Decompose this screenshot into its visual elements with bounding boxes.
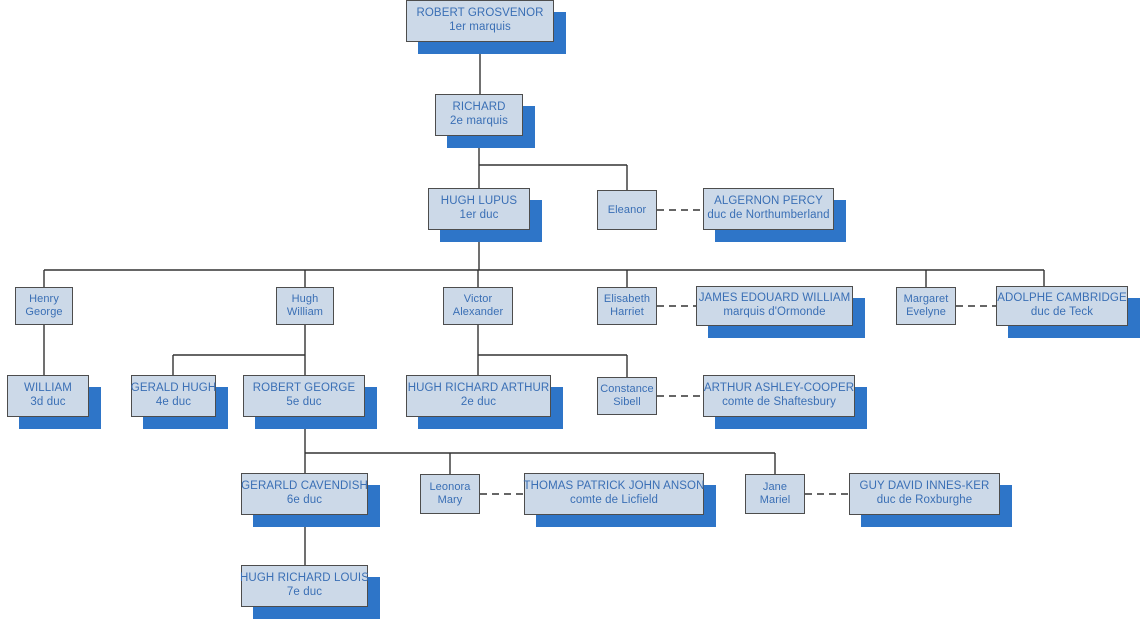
person-name: Henry [29, 293, 59, 306]
person-title: 2e duc [460, 396, 497, 408]
person-name: HUGH LUPUS [440, 195, 518, 208]
person-title: Mary [437, 494, 463, 506]
person-title: 7e duc [286, 586, 323, 598]
person-name: ROBERT GROSVENOR [416, 7, 544, 20]
person-name: ADOLPHE CAMBRIDGE [997, 292, 1127, 305]
person-title: Alexander [452, 306, 504, 318]
person-name: ALGERNON PERCY [714, 195, 823, 208]
person-title: Mariel [759, 494, 791, 506]
person-name: Eleanor [607, 203, 647, 216]
person-name: RICHARD [452, 101, 506, 114]
person-name: GERARLD CAVENDISH [241, 480, 368, 493]
person-title: 5e duc [286, 396, 322, 408]
person-name: GERALD HUGH [130, 382, 217, 395]
person-name: THOMAS PATRICK JOHN ANSON [523, 480, 705, 493]
person-title: 3d duc [30, 396, 66, 408]
person-name: JAMES EDOUARD WILLIAM [698, 292, 851, 305]
person-title: 2e marquis [450, 115, 508, 127]
person-title: Harriet [610, 306, 644, 318]
person-title: 6e duc [286, 494, 323, 506]
person-name: ROBERT GEORGE [252, 382, 356, 395]
person-title: duc de Roxburghe [876, 494, 973, 506]
person-name: GUY DAVID INNES-KER [859, 480, 990, 493]
person-name: Hugh [291, 293, 319, 306]
person-title: 4e duc [155, 396, 192, 408]
person-name: Elisabeth [603, 293, 651, 306]
person-title: Sibell [613, 396, 641, 408]
person-title: William [286, 306, 324, 318]
person-name: ARTHUR ASHLEY-COOPER [703, 382, 855, 395]
person-node-eleanor[interactable]: Eleanor [597, 190, 657, 230]
person-title: 1er marquis [449, 21, 511, 33]
person-name: HUGH RICHARD LOUIS [240, 572, 369, 585]
person-name: WILLIAM [24, 382, 72, 395]
person-name: Margaret [903, 293, 949, 306]
person-title: George [25, 306, 63, 318]
person-title: duc de Teck [1030, 306, 1094, 318]
person-title: Evelyne [906, 306, 946, 318]
person-name: Leonora [429, 481, 471, 494]
person-name: Constance [600, 383, 654, 396]
person-title: comte de Shaftesbury [722, 396, 836, 408]
person-name: HUGH RICHARD ARTHUR [407, 382, 550, 395]
person-title: duc de Northumberland [707, 209, 830, 221]
person-name: Jane [762, 481, 788, 494]
person-title: comte de Licfield [570, 494, 658, 506]
person-title: marquis d'Ormonde [723, 306, 826, 318]
person-name: Victor [463, 293, 493, 306]
person-title: 1er duc [459, 209, 499, 221]
